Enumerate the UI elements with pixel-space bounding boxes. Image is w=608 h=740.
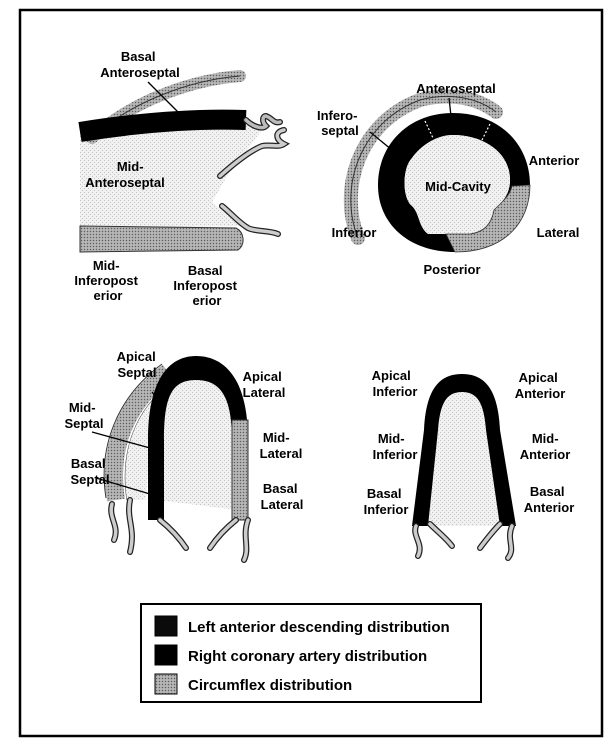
label-apical-septal: Apical Septal [117, 349, 160, 380]
label-mid-cavity: Mid-Cavity [425, 179, 492, 194]
label-basal-inferior: Basal Inferior [364, 486, 409, 517]
label-anteroseptal: Anteroseptal [416, 81, 495, 96]
legend: Left anterior descending distribution Ri… [141, 604, 481, 702]
legend-label-lad: Left anterior descending distribution [188, 619, 450, 636]
label-inferior: Inferior [332, 225, 377, 240]
label-inferoseptal: Infero- septal [317, 108, 361, 138]
legend-swatch-lad [155, 616, 177, 636]
label-apical-lateral: Apical Lateral [243, 369, 286, 400]
legend-swatch-circumflex [155, 674, 177, 694]
legend-swatch-rca [155, 645, 177, 665]
label-basal-septal: Basal Septal [70, 456, 109, 487]
label-basal-lateral: Basal Lateral [261, 481, 304, 512]
long-axis-inferoposterior-wall [80, 226, 243, 252]
label-basal-anterior: Basal Anterior [524, 484, 575, 515]
label-apical-inferior: Apical Inferior [372, 368, 418, 399]
label-anterior: Anterior [529, 153, 580, 168]
label-mid-septal: Mid- Septal [64, 400, 103, 431]
four-chamber-lateral-wall [232, 420, 248, 520]
legend-label-rca: Right coronary artery distribution [188, 648, 427, 665]
label-apical-anterior: Apical Anterior [515, 370, 566, 401]
legend-label-circumflex: Circumflex distribution [188, 677, 352, 694]
label-lateral: Lateral [537, 225, 580, 240]
label-posterior: Posterior [423, 262, 480, 277]
